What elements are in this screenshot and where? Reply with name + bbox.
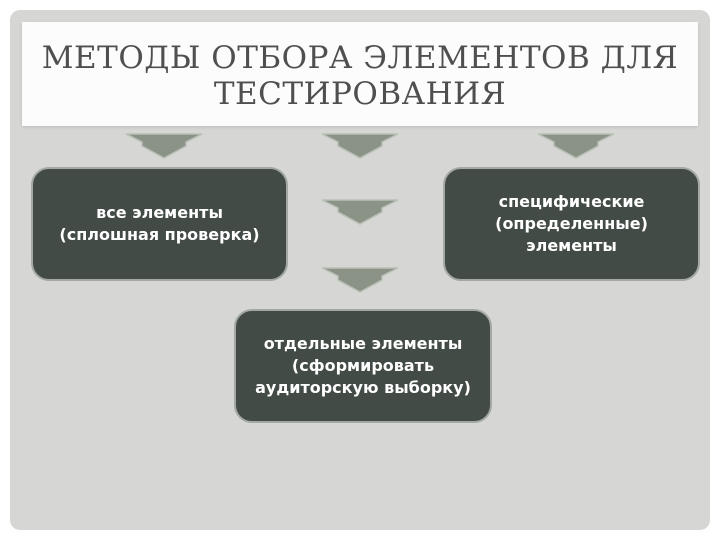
separate-elements-line-1: отдельные элементы xyxy=(263,334,463,353)
title-band xyxy=(22,22,698,126)
slide-title-line-2: тестирования xyxy=(213,76,507,112)
separate-elements-line-3: аудиторскую выборку) xyxy=(255,378,471,397)
slide-title: Методы отбора элементов для тестирования xyxy=(22,40,698,112)
slide-title-line-1: Методы отбора элементов для xyxy=(41,40,679,76)
all-elements-line-1: все элементы xyxy=(96,203,223,222)
down-arrow-icon xyxy=(320,130,400,160)
down-arrow-icon xyxy=(124,130,204,160)
separate-elements-line-2: (сформировать xyxy=(291,356,435,375)
separate-elements-box: отдельные элементы (сформировать аудитор… xyxy=(234,309,492,423)
down-arrow-icon xyxy=(536,130,616,160)
all-elements-box: все элементы (сплошная проверка) xyxy=(31,167,288,281)
specific-elements-box: специфические (определенные) элементы xyxy=(443,167,700,281)
specific-elements-line-3: элементы xyxy=(526,236,617,255)
all-elements-line-2: (сплошная проверка) xyxy=(59,225,260,244)
specific-elements-line-1: специфические xyxy=(498,192,645,211)
down-arrow-icon xyxy=(320,196,400,226)
down-arrow-icon xyxy=(320,264,400,294)
specific-elements-line-2: (определенные) xyxy=(495,214,648,233)
